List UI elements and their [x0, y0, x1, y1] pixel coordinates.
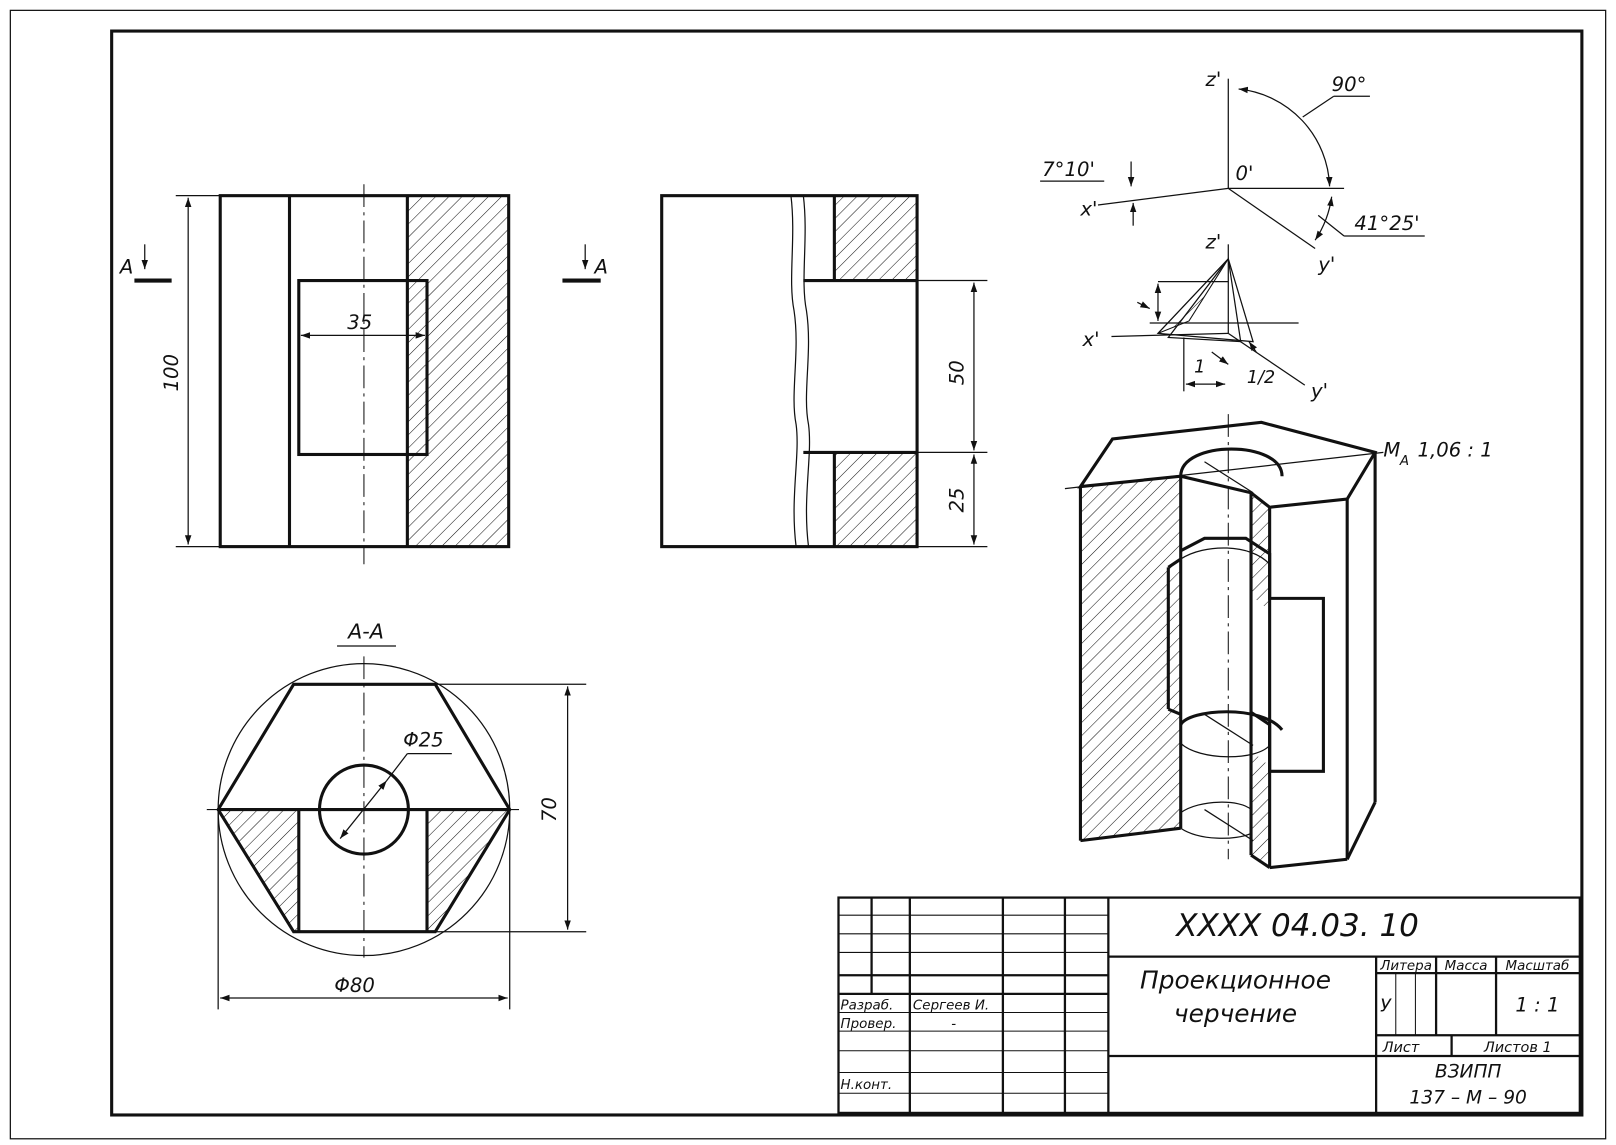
- axis-x-label: x': [1079, 197, 1097, 220]
- angle-90-label: 90°: [1332, 73, 1367, 96]
- sheets-label: Листов 1: [1483, 1040, 1552, 1056]
- scale-note: M A 1,06 : 1: [1383, 439, 1492, 469]
- developer-name: Сергеев И.: [913, 998, 989, 1013]
- section-view: A-A Φ25 70 Φ80: [206, 620, 587, 1010]
- header-scale: Масштаб: [1506, 958, 1570, 974]
- role-checker: Провер.: [841, 1017, 897, 1032]
- dim-outer-diameter: Φ80: [334, 974, 374, 997]
- drawing-frame: [110, 29, 1584, 1117]
- ratio-one-label: 1: [1194, 358, 1205, 378]
- scale-note-prefix: M: [1383, 439, 1400, 462]
- title-line-1: Проекционное: [1140, 966, 1331, 995]
- header-litera: Литера: [1379, 959, 1432, 974]
- section-view-title: A-A: [346, 620, 384, 644]
- section-marker-left-label: A: [118, 255, 133, 278]
- scale-value: 1 : 1: [1515, 993, 1559, 1016]
- dim-section-height: 70: [538, 797, 561, 822]
- ratio-half-label: 1/2: [1247, 368, 1275, 388]
- scale-note-sub: A: [1399, 454, 1409, 469]
- title-line-2: черчение: [1174, 999, 1297, 1028]
- section-marker-left: A: [118, 244, 172, 283]
- org-line-1: ВЗИПП: [1435, 1062, 1502, 1083]
- axis-origin-label: 0': [1236, 162, 1254, 185]
- axes-diagram: z' 0' x' y' 90° 7°10' 41°25' z' x' y' 1 …: [1040, 68, 1425, 403]
- angle-left-label: 7°10': [1042, 158, 1095, 181]
- isometric-view: [1064, 414, 1384, 870]
- dim-side-window-height: 50: [946, 360, 969, 385]
- axis-y-label: y': [1317, 253, 1335, 276]
- axis-z-label-2: z': [1205, 230, 1222, 253]
- front-view: 100 35: [160, 184, 511, 565]
- dim-front-height: 100: [160, 354, 183, 392]
- axis-y-label-2: y': [1310, 380, 1328, 403]
- org-line-2: 137 – М – 90: [1409, 1088, 1526, 1109]
- axis-x-label-2: x': [1082, 328, 1100, 351]
- sheet-trim: [9, 9, 1607, 1140]
- section-marker-right-label: A: [592, 255, 607, 278]
- scale-note-value: 1,06 : 1: [1417, 439, 1492, 462]
- checker-sign: -: [951, 1017, 956, 1032]
- dim-side-lower-height: 25: [946, 488, 969, 513]
- sheet-label: Лист: [1382, 1040, 1420, 1056]
- role-developer: Разраб.: [841, 997, 894, 1013]
- role-norm-control: Н.конт.: [841, 1078, 893, 1093]
- angle-right-label: 41°25': [1354, 212, 1419, 235]
- dim-hole-diameter: Φ25: [403, 728, 443, 751]
- litera-value: У: [1380, 996, 1392, 1016]
- title-block: XXXX 04.03. 10 Проекционное черчение Лит…: [837, 896, 1581, 1115]
- dim-front-window-width: 35: [347, 311, 372, 334]
- side-view: 50 25: [660, 194, 988, 549]
- header-mass: Масса: [1445, 959, 1488, 974]
- axis-z-label: z': [1205, 68, 1222, 91]
- designation: XXXX 04.03. 10: [1174, 908, 1419, 944]
- section-marker-right: A: [562, 244, 608, 283]
